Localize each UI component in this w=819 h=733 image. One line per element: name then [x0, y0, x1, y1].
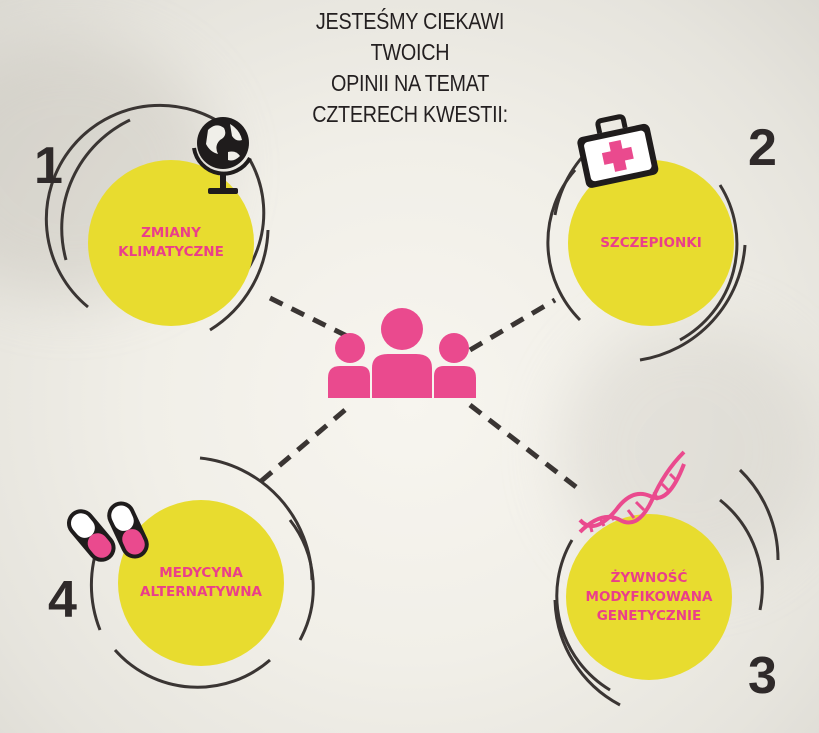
topic-circle-vaccines: SZCZEPIONKI: [568, 160, 734, 326]
connector-line-1: [268, 295, 357, 343]
connector-line-2: [468, 297, 557, 353]
topic-number-3: 3: [748, 647, 777, 705]
topic-label-line: GENETYCZNIE: [596, 607, 702, 624]
globe-icon: [192, 117, 252, 194]
topic-label-line: MEDYCYNA: [159, 565, 243, 581]
connector-line-4: [258, 408, 347, 484]
topic-circle-climate: ZMIANY KLIMATYCZNE: [88, 160, 254, 326]
topic-number-1: 1: [34, 137, 63, 195]
title-line-3: OPINII NA TEMAT: [330, 70, 490, 96]
topic-number-4: 4: [48, 571, 77, 629]
topic-label-line: SZCZEPIONKI: [600, 234, 702, 251]
ring-3: [553, 468, 780, 707]
topic-number-2: 2: [748, 119, 777, 177]
pills-icon: [67, 501, 149, 562]
people-group-icon: [328, 308, 476, 398]
topic-label-line: KLIMATYCZNE: [118, 244, 224, 260]
connector-line-3: [468, 403, 582, 492]
title-line-4: CZTERECH KWESTII:: [312, 101, 508, 127]
topic-label-line: ZMIANY: [141, 225, 201, 241]
title-line-2: TWOICH: [370, 39, 450, 65]
ring-4: [89, 456, 315, 689]
page-title: JESTEŚMY CIEKAWI TWOICH OPINII NA TEMAT …: [255, 6, 565, 130]
topic-label-line: ALTERNATYWNA: [140, 584, 262, 600]
topic-circle-alt-medicine: MEDYCYNA ALTERNATYWNA: [118, 500, 284, 666]
topic-circle-gmo: ŻYWNOŚĆ MODYFIKOWANA GENETYCZNIE: [566, 514, 732, 680]
topic-label-line: ŻYWNOŚĆ: [610, 569, 688, 586]
dna-icon: [578, 450, 686, 534]
first-aid-kit-icon: [577, 114, 659, 188]
title-line-1: JESTEŚMY CIEKAWI: [315, 8, 505, 34]
topic-label-line: MODYFIKOWANA: [585, 588, 713, 605]
